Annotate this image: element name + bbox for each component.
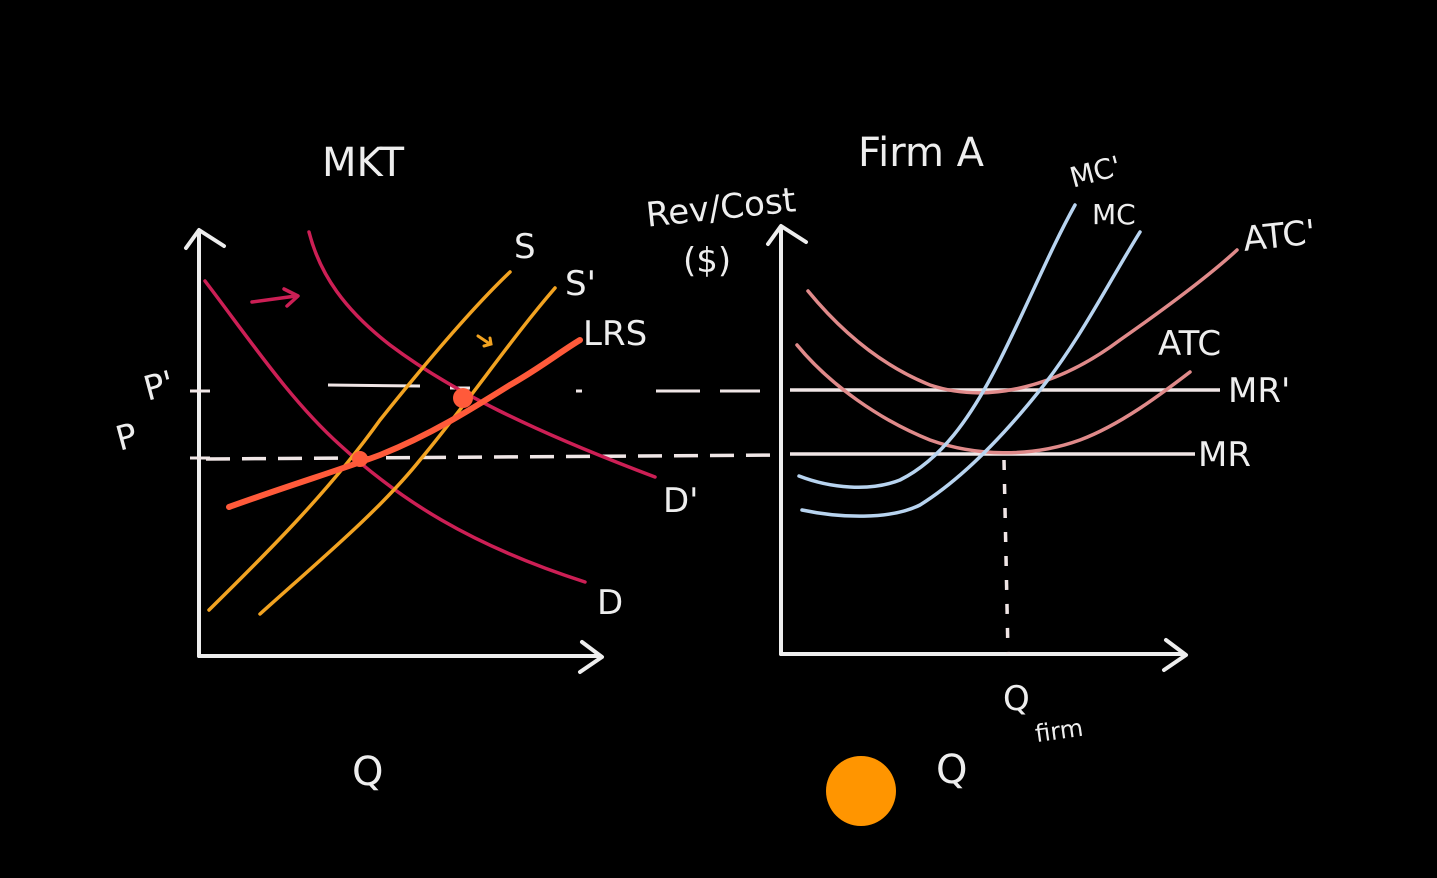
market-graph: MKT P P' Q S S' LRS D D' — [112, 140, 781, 795]
market-price-line-p-prime — [327, 383, 760, 393]
demand-label: D — [597, 583, 623, 623]
market-y-label-p-prime: P' — [139, 363, 178, 409]
firm-x-label: Q — [936, 747, 967, 793]
firm-y-axis — [766, 224, 808, 656]
demand-curve — [203, 279, 587, 584]
market-price-line-p — [205, 453, 781, 461]
pointer-dot — [826, 756, 896, 826]
atc-shifted-curve — [806, 248, 1239, 395]
atc-curve — [795, 343, 1192, 455]
firm-x-axis — [779, 638, 1188, 672]
mc-curve — [800, 230, 1142, 518]
market-title: MKT — [322, 140, 405, 186]
atc-shifted-label: ATC' — [1241, 212, 1317, 259]
shift-arrow-supply — [476, 334, 493, 348]
q-firm-dotted-line — [1002, 459, 1010, 655]
mc-shifted-curve — [797, 203, 1077, 489]
market-x-label: Q — [352, 749, 383, 795]
atc-label: ATC — [1158, 324, 1221, 364]
supply-label: S — [514, 227, 536, 267]
mr-label: MR — [1198, 435, 1251, 475]
mc-label: MC — [1092, 198, 1136, 231]
firm-graph: Firm A Rev/Cost ($) Q Q firm MC' MC ATC'… — [644, 130, 1317, 793]
supply-shifted-label: S' — [565, 264, 596, 304]
mc-shifted-label: MC' — [1066, 149, 1124, 194]
supply-shifted-curve — [258, 286, 557, 616]
market-new-equilibrium-dot — [453, 388, 473, 408]
market-equilibrium-dot — [352, 451, 368, 467]
supply-curve — [207, 270, 512, 612]
q-firm-subscript: firm — [1033, 714, 1084, 748]
firm-title: Firm A — [858, 130, 985, 176]
market-y-axis — [184, 228, 226, 658]
firm-y-label-line1: Rev/Cost — [644, 180, 798, 235]
long-run-supply-label: LRS — [583, 314, 647, 354]
market-x-axis — [197, 640, 604, 674]
demand-shifted-label: D' — [663, 481, 699, 521]
shift-arrow-demand — [250, 287, 300, 308]
market-y-label-p: P — [112, 416, 142, 460]
mr-shifted-label: MR' — [1228, 371, 1290, 411]
demand-shifted-curve — [307, 230, 657, 479]
long-run-supply-curve — [226, 337, 583, 510]
q-firm-label: Q — [1003, 679, 1030, 719]
firm-y-label-line2: ($) — [683, 241, 731, 281]
